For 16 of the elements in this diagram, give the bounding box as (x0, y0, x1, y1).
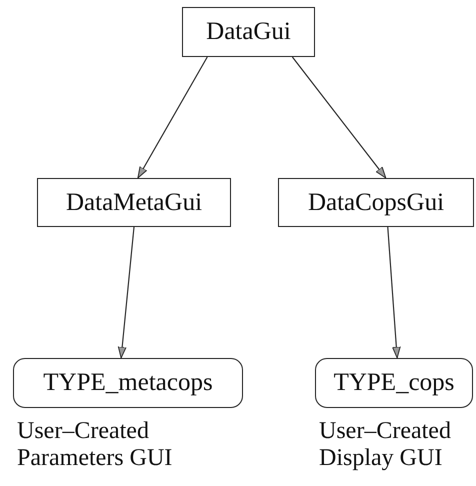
class-box (37, 178, 231, 227)
arrow (118, 226, 135, 358)
class-box (182, 7, 315, 57)
type-box (315, 358, 473, 408)
arrow (137, 56, 208, 178)
node-label: DataCopsGui (308, 188, 444, 216)
node-caption: User–Created Parameters GUI (17, 418, 174, 472)
node-caption: User–Created Display GUI (319, 418, 452, 472)
arrow (387, 226, 401, 358)
type-box (13, 358, 243, 408)
node-label: TYPE_metacops (43, 369, 213, 397)
node-label: DataGui (206, 18, 291, 46)
node-label: TYPE_cops (334, 369, 454, 397)
node-label: DataMetaGui (66, 188, 202, 216)
class-box (278, 178, 474, 227)
arrow (292, 56, 386, 178)
